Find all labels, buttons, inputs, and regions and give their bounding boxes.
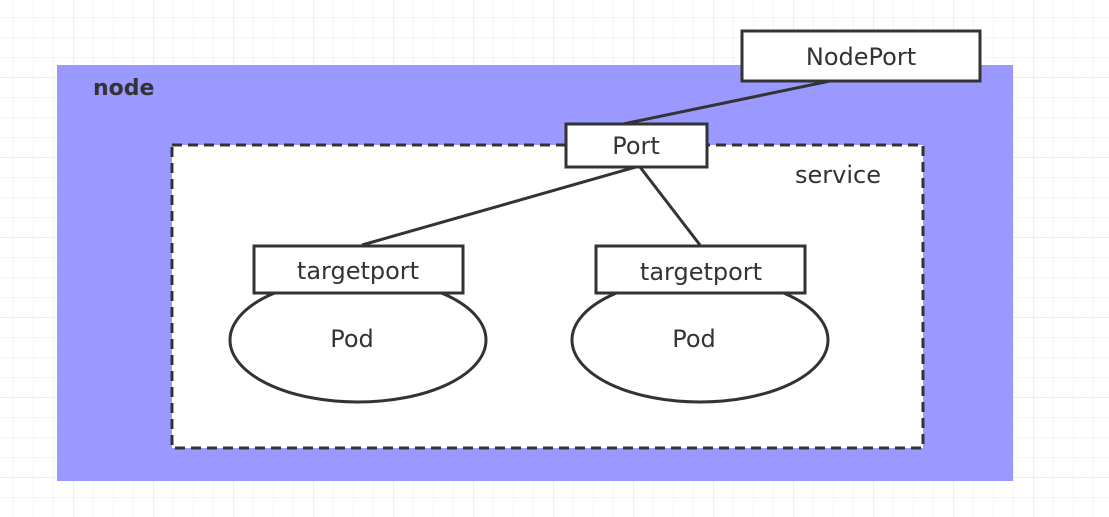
targetport-box-2 [594, 244, 807, 295]
port-label: Port [612, 132, 660, 160]
targetport-label-2: targetport [640, 258, 762, 286]
nodeport-box: NodePort [740, 29, 982, 83]
node-label: node [93, 76, 154, 101]
pod-label-1: Pod [330, 325, 374, 353]
connector-port-targetport-1 [361, 165, 637, 247]
connector-port-targetport-2 [638, 166, 702, 246]
pod-group-2: targetport Pod [570, 244, 830, 404]
pod-label-2: Pod [672, 325, 716, 353]
nodeport-label: NodePort [806, 43, 916, 71]
pod-group-1: targetport Pod [228, 244, 488, 404]
port-box: Port [564, 122, 709, 169]
targetport-box-1 [252, 244, 465, 295]
service-label: service [795, 161, 881, 189]
targetport-label-1: targetport [297, 257, 419, 285]
connector-nodeport-port [617, 79, 831, 127]
